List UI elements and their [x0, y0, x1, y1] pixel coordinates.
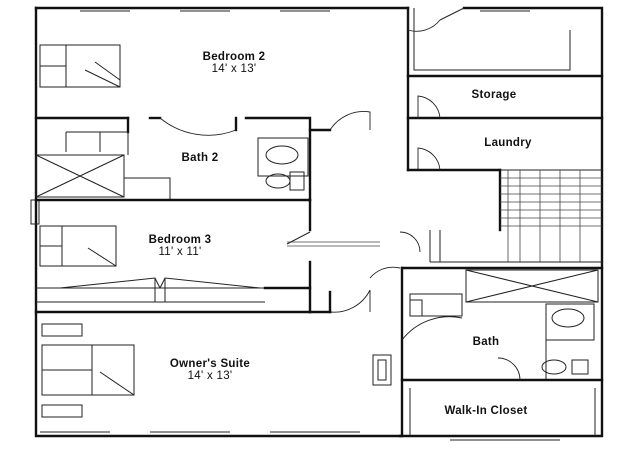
owners-suite	[41, 323, 392, 418]
exterior-walls	[30, 6, 604, 441]
room-name: Laundry	[484, 137, 532, 149]
room-label-bedroom-3: Bedroom 3 11' x 11'	[149, 234, 212, 258]
room-label-bedroom-2: Bedroom 2 14' x 13'	[203, 51, 266, 75]
room-dimensions: 11' x 11'	[158, 246, 202, 258]
bedroom-2	[39, 44, 121, 88]
room-name: Bedroom 2	[202, 51, 266, 63]
room-dimensions: 14' x 13'	[211, 63, 257, 75]
room-label-laundry: Laundry	[484, 137, 531, 149]
room-label-bath: Bath	[473, 336, 500, 348]
bedroom-3	[36, 225, 265, 303]
bath-2-fixtures	[35, 137, 309, 198]
room-name: Bath	[472, 336, 500, 348]
room-label-walk-in-closet: Walk-In Closet	[444, 405, 527, 417]
room-name: Bedroom 3	[148, 234, 212, 246]
bath-fixtures	[409, 269, 599, 380]
room-label-owners-suite: Owner's Suite 14' x 13'	[170, 358, 250, 382]
room-name: Owner's Suite	[169, 358, 251, 370]
room-dimensions: 14' x 13'	[187, 370, 233, 382]
room-name: Walk-In Closet	[444, 405, 528, 417]
staircase	[399, 168, 602, 263]
room-name: Storage	[471, 89, 517, 101]
room-name: Bath 2	[181, 152, 219, 164]
room-label-storage: Storage	[472, 89, 517, 101]
room-label-bath-2: Bath 2	[182, 152, 219, 164]
